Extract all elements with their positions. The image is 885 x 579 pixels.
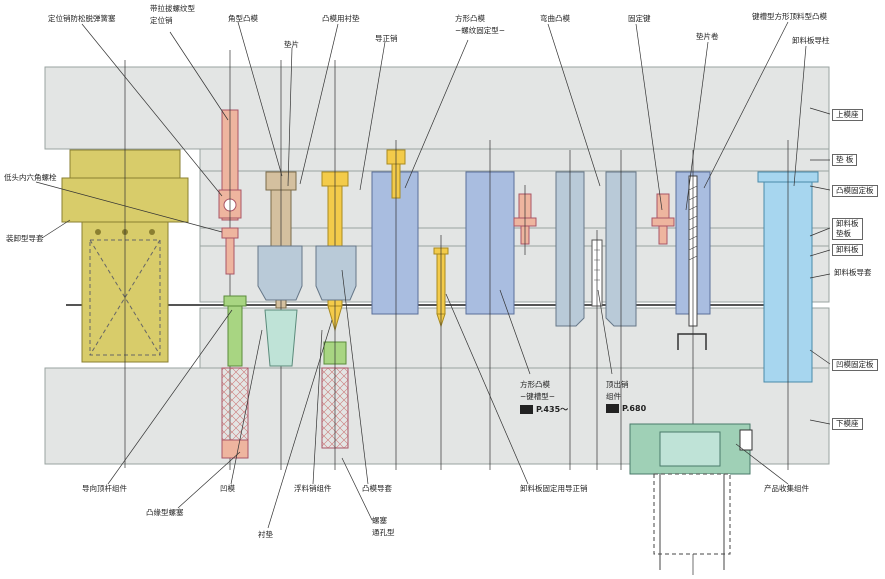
bending-punch: [555, 150, 637, 470]
label-kicker-2: 组件: [606, 392, 621, 401]
label-pad: 衬垫: [258, 530, 273, 539]
low-head-socket-bolt: [221, 227, 239, 275]
catalog-page-icon: [520, 405, 533, 414]
label-lower-die-base: 下模座: [832, 418, 863, 430]
leader-lines: [35, 21, 831, 529]
pilot-pin: [433, 235, 449, 470]
square-punch-key: [465, 140, 515, 470]
ref-key-punch-page: P.435～: [536, 405, 569, 414]
label-punch-pad: 凸模用衬垫: [322, 14, 360, 23]
label-stripper-backing-2: 垫板: [836, 229, 851, 238]
die-plate: [199, 307, 830, 369]
label-stripper-backing: 卸料板垫板: [832, 218, 863, 240]
label-die-plate: 凹模固定板: [832, 359, 878, 371]
label-plug-2: 通孔型: [372, 528, 395, 537]
label-bending-punch: 弯曲凸模: [540, 14, 570, 23]
label-die: 凹模: [220, 484, 235, 493]
guide-lifter-assembly: [221, 295, 249, 459]
label-pull-pin-2: 定位销: [150, 16, 173, 25]
label-kicker-1: 顶出销: [606, 380, 629, 389]
label-pin-retainer: 定位销防松脱弹簧塞: [48, 14, 116, 23]
label-punch-plate: 凸模固定板: [832, 185, 878, 197]
product-collection-assembly: [629, 423, 753, 570]
label-key-punch-2: −键槽型−: [520, 392, 556, 401]
label-float-pin: 浮料销组件: [294, 484, 332, 493]
label-plug-1: 螺塞: [372, 516, 387, 525]
label-stripper-bushing: 卸料板导套: [834, 268, 872, 277]
ref-kicker-page: P.680: [622, 404, 647, 413]
label-key-ejector-punch: 键槽型方形顶料型凸模: [752, 12, 827, 21]
label-shim-roll: 垫片卷: [696, 32, 719, 41]
label-flange-plug: 凸缘型螺塞: [146, 508, 184, 517]
label-guide-lifter: 导向顶杆组件: [82, 484, 127, 493]
stripper-insert-mid: [315, 245, 357, 301]
label-stripper-pilot: 卸料板固定用导正销: [520, 484, 588, 493]
guide-post-assembly: [61, 60, 189, 468]
ref-kicker: P.680: [606, 404, 646, 413]
label-square-punch-2: −螺纹固定型−: [455, 26, 506, 35]
catalog-page-icon: [606, 404, 619, 413]
stripper-guide-pin: [513, 185, 537, 255]
label-angle-punch: 角型凸模: [228, 14, 258, 23]
label-pull-pin-1: 带拉拔螺纹型: [150, 4, 195, 13]
label-fixing-key: 固定键: [628, 14, 651, 23]
stripper-guide-post: [757, 140, 819, 470]
fixing-key: [651, 193, 675, 245]
label-key-punch-1: 方形凸模: [520, 380, 550, 389]
label-backing-plate: 垫 板: [832, 154, 858, 166]
label-stripper-plate: 卸料板: [832, 244, 863, 256]
label-stripper-guide-post: 卸料板导柱: [792, 36, 830, 45]
stripper-insert-left: [257, 245, 303, 367]
upper-die-base: [44, 66, 830, 150]
ref-key-punch: P.435～: [520, 404, 568, 415]
label-pilot: 导正销: [375, 34, 398, 43]
kicker-pin-assembly: [591, 230, 603, 470]
label-square-punch-1: 方形凸模: [455, 14, 485, 23]
label-product-collection: 产品收集组件: [764, 484, 809, 493]
label-upper-die-base: 上模座: [832, 109, 863, 121]
label-punch-guide: 凸模导套: [362, 484, 392, 493]
label-low-head-bolt: 低头内六角螺栓: [4, 173, 57, 182]
label-removable-bushing: 装卸型导套: [6, 234, 44, 243]
square-punch-screw: [371, 140, 419, 470]
backing-plate: [199, 148, 830, 172]
label-shim: 垫片: [284, 40, 299, 49]
label-stripper-backing-1: 卸料板: [836, 219, 859, 228]
